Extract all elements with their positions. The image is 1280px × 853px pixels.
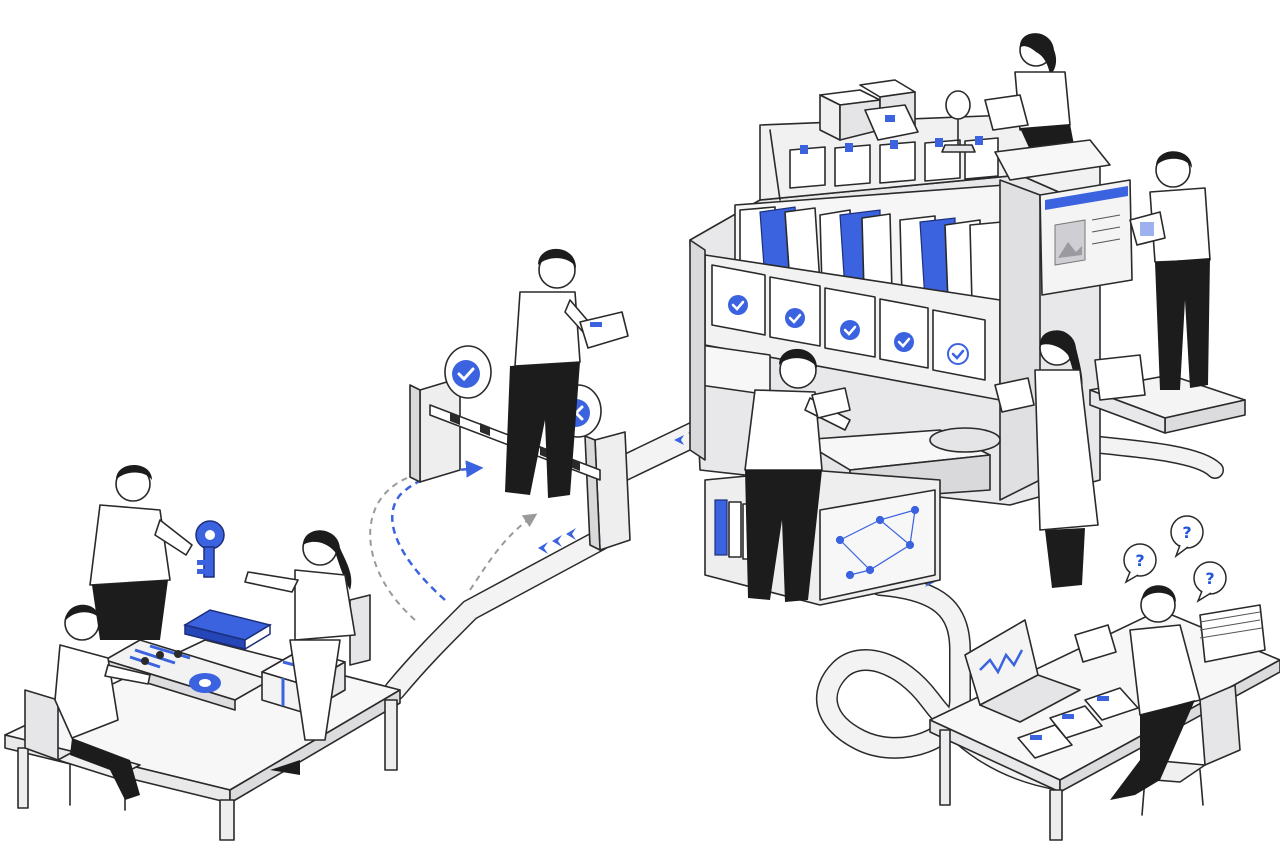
blue-binder [183, 609, 272, 651]
network-graph-box [704, 469, 941, 606]
image-icon [1054, 219, 1086, 266]
left-desk [4, 609, 401, 841]
lab-coat-woman [994, 330, 1099, 588]
question-mark: ? [1182, 523, 1191, 542]
check-circle-icon [444, 345, 492, 399]
question-bubble: ? [1193, 561, 1227, 603]
wall-monitor [1039, 179, 1133, 296]
seated-woman-left [244, 530, 356, 775]
right-platform [1089, 354, 1246, 434]
approval-drawers [704, 254, 1001, 401]
question-mark: ? [1205, 569, 1214, 588]
question-bubble: ? [1170, 515, 1204, 559]
top-woman-reader [984, 33, 1111, 181]
line-chart-icon [979, 649, 1024, 675]
laptop [964, 619, 1081, 723]
key-icon [195, 520, 225, 578]
question-bubble: ? [1123, 543, 1157, 584]
flow-chevrons-left [538, 528, 576, 554]
machine-operator [744, 348, 851, 602]
binder-shelf [734, 184, 1006, 306]
donut-gauge-icon [189, 673, 221, 693]
question-bubbles: ? ? ? [1123, 515, 1227, 603]
desk-reports [1017, 604, 1266, 759]
top-paper-stacks [819, 79, 919, 141]
magnifier-icon [941, 90, 976, 153]
thinking-analyst [1074, 585, 1201, 800]
network-graph-icon [835, 505, 920, 580]
drawer-check-icon [728, 295, 969, 365]
seated-man-left [54, 604, 151, 800]
question-mark: ? [1135, 551, 1144, 570]
standing-man-key [89, 465, 193, 640]
woman-chair [349, 594, 371, 666]
gate-inspector [505, 248, 629, 498]
slider-controls [129, 644, 191, 669]
platform-man-tablet [1129, 151, 1211, 390]
